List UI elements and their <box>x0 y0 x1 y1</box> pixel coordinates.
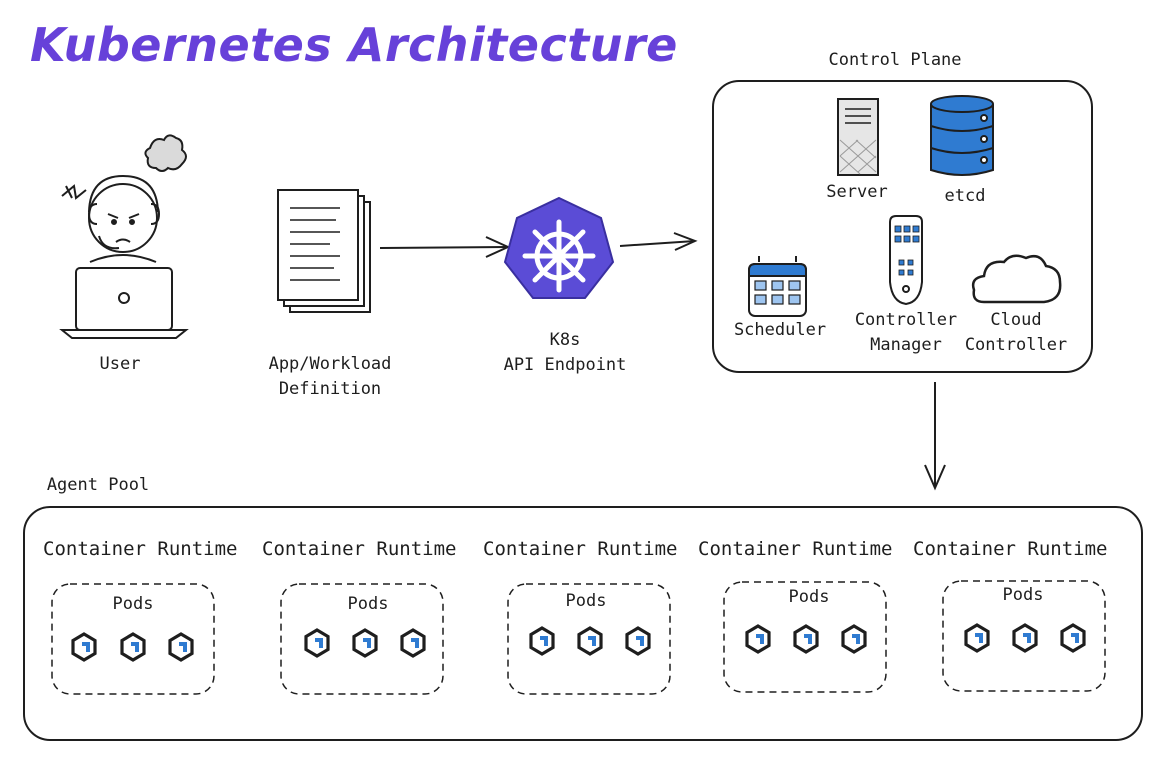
pod-icon <box>168 632 194 662</box>
app-definition-line1: App/Workload <box>268 354 392 374</box>
server-icon <box>837 98 879 176</box>
cloud-controller-line1: Cloud <box>990 310 1042 330</box>
user-at-laptop-icon <box>59 134 189 339</box>
agent-pool-label: Agent Pool <box>46 475 150 495</box>
pod-icon <box>1012 623 1038 653</box>
pod-icons-1 <box>71 632 194 662</box>
pods-label-1: Pods <box>112 594 154 614</box>
pods-box-2 <box>280 583 444 695</box>
controller-manager-line1: Controller <box>854 310 958 330</box>
app-definition-label: App/Workload Definition <box>250 352 410 402</box>
pods-box-3 <box>507 583 671 695</box>
remote-control-icon <box>889 215 923 306</box>
etcd-label: etcd <box>944 186 986 206</box>
container-runtime-label-4: Container Runtime <box>698 538 893 560</box>
api-endpoint-line1: K8s <box>549 330 581 350</box>
pod-icon <box>304 628 330 658</box>
control-plane-box <box>712 80 1093 373</box>
database-icon <box>930 95 994 176</box>
pod-icon <box>352 628 378 658</box>
control-plane-label: Control Plane <box>828 50 962 70</box>
pod-icon <box>400 628 426 658</box>
container-runtime-label-5: Container Runtime <box>913 538 1108 560</box>
agent-pool-box <box>23 506 1143 741</box>
pod-icon <box>841 624 867 654</box>
user-label: User <box>99 354 141 374</box>
pods-label-2: Pods <box>347 594 389 614</box>
pods-label-4: Pods <box>788 587 830 607</box>
cloud-icon <box>971 254 1062 304</box>
pod-icon <box>964 623 990 653</box>
pod-icon <box>120 632 146 662</box>
api-endpoint-line2: API Endpoint <box>503 355 627 375</box>
arrow-definition-to-api <box>379 236 511 258</box>
server-label: Server <box>826 182 888 202</box>
pods-label-5: Pods <box>1002 585 1044 605</box>
pod-icon <box>577 626 603 656</box>
pod-icon <box>625 626 651 656</box>
controller-manager-line2: Manager <box>870 335 942 355</box>
pods-box-1 <box>51 583 215 695</box>
pod-icon <box>793 624 819 654</box>
api-endpoint-label: K8s API Endpoint <box>490 328 640 378</box>
arrow-control-plane-to-agent-pool <box>924 382 946 491</box>
pod-icons-4 <box>745 624 867 654</box>
pod-icon <box>529 626 555 656</box>
container-runtime-label-1: Container Runtime <box>43 538 238 560</box>
scheduler-label: Scheduler <box>733 320 827 340</box>
pod-icon <box>745 624 771 654</box>
pod-icon <box>71 632 97 662</box>
cloud-controller-label: Cloud Controller <box>962 308 1070 358</box>
pods-box-4 <box>723 581 887 693</box>
diagram-title: Kubernetes Architecture <box>30 18 678 72</box>
container-runtime-label-2: Container Runtime <box>262 538 457 560</box>
pod-icons-3 <box>529 626 651 656</box>
pod-icon <box>1060 623 1086 653</box>
calendar-icon <box>748 256 807 317</box>
kubernetes-helm-icon <box>503 196 615 299</box>
cloud-controller-line2: Controller <box>964 335 1068 355</box>
pods-box-5 <box>942 580 1106 692</box>
app-definition-line2: Definition <box>278 379 382 399</box>
documents-icon <box>277 189 371 313</box>
pod-icons-5 <box>964 623 1086 653</box>
pod-icons-2 <box>304 628 426 658</box>
arrow-api-to-control-plane <box>619 232 698 251</box>
container-runtime-label-3: Container Runtime <box>483 538 678 560</box>
pods-label-3: Pods <box>565 591 607 611</box>
controller-manager-label: Controller Manager <box>852 308 960 358</box>
